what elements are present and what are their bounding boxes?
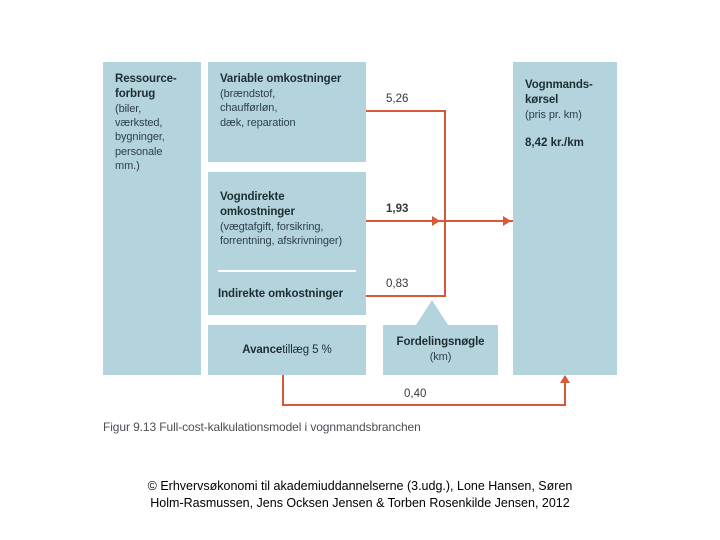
fordelingsnogle-pointer-icon — [416, 300, 448, 325]
arrow-right-icon-vognmandskorsel — [503, 216, 511, 226]
copyright-notice: © Erhvervsøkonomi til akademiuddannelser… — [0, 478, 720, 512]
copyright-line-2: Holm-Rasmussen, Jens Ocksen Jensen & Tor… — [150, 495, 570, 510]
connector-line-avance-horizontal — [282, 404, 566, 406]
box-ressourceforbrug: Ressource- forbrug (biler, værksted, byg… — [103, 62, 201, 375]
connector-line-vogndirekte-horizontal — [366, 220, 444, 222]
box-vognmandskorsel: Vognmands- kørsel (pris pr. km) 8,42 kr.… — [513, 62, 617, 375]
connector-line-avance-down — [282, 375, 284, 406]
connector-value-avance: 0,40 — [404, 388, 427, 400]
box-fordelingsnogle-title: Fordelingsnøgle — [396, 336, 485, 349]
divider-line — [218, 270, 356, 272]
box-vognmandskorsel-detail: (pris pr. km) — [525, 108, 582, 121]
connector-value-variable: 5,26 — [386, 93, 409, 105]
box-variable-omkostninger: Variable omkostninger (brændstof, chauff… — [208, 62, 366, 162]
connector-line-indirekte-horizontal — [366, 295, 446, 297]
box-variable-title: Variable omkostninger — [220, 73, 342, 85]
box-vognmandskorsel-price: 8,42 kr./km — [525, 137, 584, 150]
box-fordelingsnogle: Fordelingsnøgle (km) — [383, 325, 498, 375]
box-variable-detail: (brændstof, chaufførløn, dæk, reparation — [220, 87, 296, 129]
arrow-up-icon-avance — [560, 375, 570, 383]
box-fordelingsnogle-detail: (km) — [429, 351, 452, 364]
connector-value-indirekte: 0,83 — [386, 278, 409, 290]
box-vogndirekte-omkostninger: Vogndirekte omkostninger (vægtafgift, fo… — [208, 172, 366, 315]
box-indirekte-omkostninger-label: Indirekte omkostninger — [218, 288, 343, 300]
box-vogndirekte-title: Vogndirekte omkostninger — [220, 191, 295, 218]
connector-line-indirekte-vertical — [444, 222, 446, 297]
box-avancetillaeg-title: Avancetillæg 5 % — [242, 343, 331, 358]
figure-diagram: Ressource- forbrug (biler, værksted, byg… — [103, 62, 617, 434]
avance-rest: tillæg 5 % — [282, 343, 332, 356]
avance-bold: Avance — [242, 343, 283, 356]
box-avancetillaeg: Avancetillæg 5 % — [208, 325, 366, 375]
connector-line-variable-vertical — [444, 110, 446, 222]
box-ressourceforbrug-detail: (biler, værksted, bygninger, personale m… — [115, 102, 165, 173]
copyright-line-1: © Erhvervsøkonomi til akademiuddannelser… — [147, 479, 573, 493]
connector-line-avance-up — [564, 382, 566, 406]
connector-value-vogndirekte: 1,93 — [386, 203, 409, 215]
box-vogndirekte-detail: (vægtafgift, forsikring, forrentning, af… — [220, 220, 343, 248]
figure-caption: Figur 9.13 Full-cost-kalkulationsmodel i… — [103, 420, 421, 434]
box-vognmandskorsel-title: Vognmands- kørsel — [525, 79, 593, 106]
arrow-right-icon-vogndirekte — [432, 216, 440, 226]
connector-line-to-vognmandskorsel — [446, 220, 513, 222]
connector-line-variable-horizontal — [366, 110, 446, 112]
box-ressourceforbrug-title: Ressource- forbrug — [115, 73, 177, 100]
